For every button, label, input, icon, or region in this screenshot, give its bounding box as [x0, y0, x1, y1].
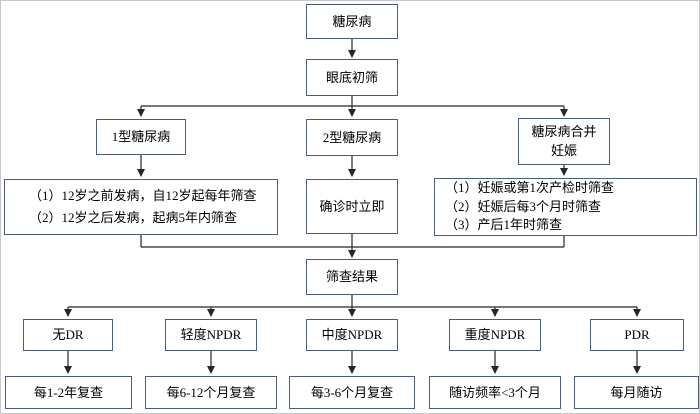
node-pregnancy-screening-rule: （1）妊娠或第1次产检时筛查 （2）妊娠后每3个月时筛查 （3）产后1年时筛查 [434, 178, 697, 236]
node-diabetes-pregnancy: 糖尿病合并 妊娠 [518, 118, 610, 165]
connector-fan-top [141, 96, 564, 107]
node-mild-npdr: 轻度NPDR [165, 319, 257, 351]
connector-fan-bottom [68, 295, 637, 308]
node-no-dr: 无DR [23, 319, 113, 351]
node-type1-screening-rule: （1）12岁之前发病，自12岁起每年筛查 （2）12岁之后发病，起病5年内筛查 [4, 179, 278, 235]
node-pdr: PDR [590, 319, 684, 351]
node-fundus-screening: 眼底初筛 [306, 59, 398, 96]
node-type1-diabetes: 1型糖尿病 [96, 119, 186, 155]
node-moderate-npdr: 中度NPDR [306, 319, 398, 351]
node-type2-diabetes: 2型糖尿病 [306, 119, 398, 156]
node-diabetes: 糖尿病 [306, 4, 398, 39]
node-nodr-followup: 每1-2年复查 [5, 376, 132, 409]
node-severe-npdr: 重度NPDR [449, 319, 541, 351]
node-type2-screening-rule: 确诊时立即 [306, 179, 398, 234]
node-moderate-followup: 每3-6个月复查 [289, 376, 415, 409]
node-screening-result: 筛查结果 [306, 259, 398, 295]
node-mild-followup: 每6-12个月复查 [145, 376, 277, 409]
node-severe-followup: 随访频率<3个月 [429, 376, 561, 409]
node-pdr-followup: 每月随访 [574, 376, 699, 409]
connector-merge [140, 234, 565, 248]
